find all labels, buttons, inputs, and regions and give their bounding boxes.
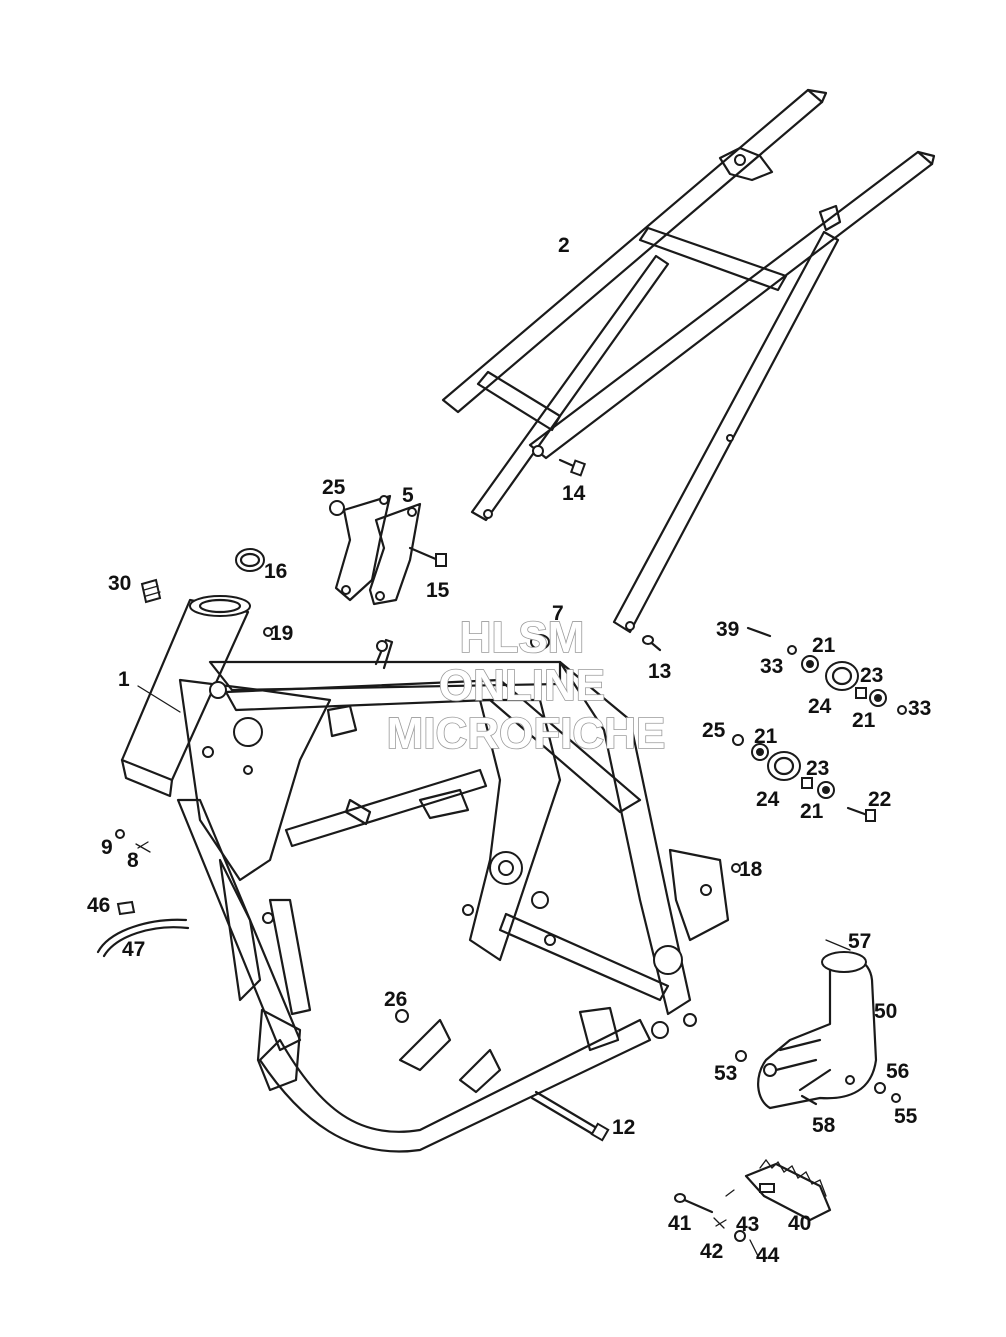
callout-46: 46 bbox=[87, 894, 110, 917]
callout-21: 21 bbox=[812, 634, 836, 657]
callout-53: 53 bbox=[714, 1062, 737, 1085]
callout-30: 30 bbox=[108, 572, 131, 595]
callout-58: 58 bbox=[812, 1114, 836, 1137]
callout-57: 57 bbox=[848, 930, 871, 953]
watermark-line3: MICROFICHE bbox=[387, 709, 666, 758]
callout-33: 33 bbox=[760, 655, 783, 678]
main-frame-drawing bbox=[120, 595, 730, 1153]
callout-25: 25 bbox=[322, 476, 346, 499]
leader-lines bbox=[137, 685, 759, 1257]
callout-21: 21 bbox=[800, 800, 824, 823]
loose-parts bbox=[96, 458, 907, 1142]
callout-24: 24 bbox=[808, 695, 832, 718]
callout-43: 43 bbox=[736, 1213, 759, 1236]
callout-18: 18 bbox=[739, 858, 763, 881]
callout-25: 25 bbox=[702, 719, 726, 742]
callout-23: 23 bbox=[860, 664, 883, 687]
callout-21: 21 bbox=[754, 725, 778, 748]
callout-7: 7 bbox=[552, 602, 564, 625]
watermark-line2: ONLINE bbox=[439, 661, 605, 710]
callout-50: 50 bbox=[874, 1000, 897, 1023]
callout-39: 39 bbox=[716, 618, 739, 641]
callout-2: 2 bbox=[558, 234, 570, 257]
callout-8: 8 bbox=[127, 849, 139, 872]
callout-16: 16 bbox=[264, 560, 287, 583]
callout-1: 1 bbox=[118, 668, 130, 691]
callout-22: 22 bbox=[868, 788, 891, 811]
callout-19: 19 bbox=[270, 622, 293, 645]
callout-9: 9 bbox=[101, 836, 113, 859]
footpeg-drawing bbox=[674, 1158, 832, 1242]
callout-55: 55 bbox=[894, 1105, 918, 1128]
watermark-line1: HLSM bbox=[460, 613, 585, 662]
callout-labels: 2 14 25 5 16 15 30 7 19 1 39 13 21 33 23… bbox=[87, 234, 931, 1267]
callout-12: 12 bbox=[612, 1116, 635, 1139]
callout-23: 23 bbox=[806, 757, 829, 780]
callout-5: 5 bbox=[402, 484, 414, 507]
callout-44: 44 bbox=[756, 1244, 780, 1267]
callout-26: 26 bbox=[384, 988, 407, 1011]
callout-33: 33 bbox=[908, 697, 931, 720]
callout-56: 56 bbox=[886, 1060, 909, 1083]
subframe-drawing bbox=[441, 88, 936, 634]
callout-24: 24 bbox=[756, 788, 780, 811]
callout-13: 13 bbox=[648, 660, 671, 683]
callout-15: 15 bbox=[426, 579, 450, 602]
callout-21: 21 bbox=[852, 709, 876, 732]
callout-41: 41 bbox=[668, 1212, 692, 1235]
callout-14: 14 bbox=[562, 482, 586, 505]
watermark: HLSM ONLINE MICROFICHE bbox=[386, 612, 666, 759]
callout-40: 40 bbox=[788, 1212, 811, 1235]
callout-42: 42 bbox=[700, 1240, 723, 1263]
callout-47: 47 bbox=[122, 938, 145, 961]
chain-guide-drawing bbox=[735, 939, 901, 1110]
